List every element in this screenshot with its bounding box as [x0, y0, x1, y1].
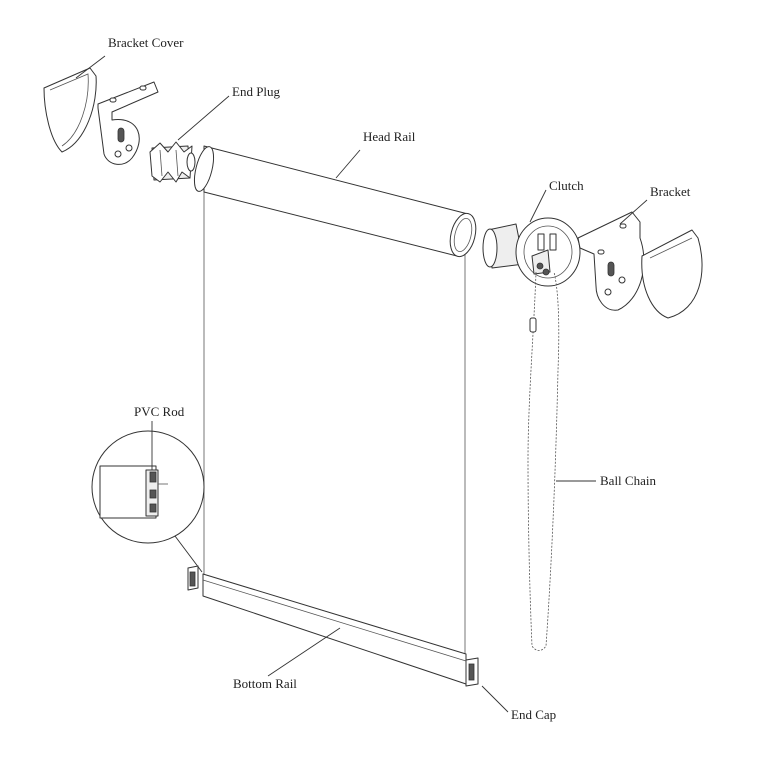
label-end-plug: End Plug	[177, 84, 281, 141]
label-bracket-text: Bracket	[650, 184, 691, 199]
ball-chain	[527, 271, 560, 651]
bracket-cover-left	[43, 67, 97, 153]
label-head-rail-text: Head Rail	[363, 129, 416, 144]
label-pvc-rod: PVC Rod	[134, 404, 185, 470]
end-plug	[149, 141, 196, 183]
label-ball-chain-text: Ball Chain	[600, 473, 656, 488]
pvc-rod-detail	[91, 430, 205, 573]
label-end-cap: End Cap	[481, 685, 556, 722]
bracket-left	[97, 81, 159, 165]
head-rail	[193, 145, 477, 258]
label-bottom-rail-text: Bottom Rail	[233, 676, 297, 691]
end-cap-left	[187, 565, 199, 591]
fabric-panel	[203, 190, 466, 655]
bottom-rail	[202, 573, 467, 685]
clutch	[482, 217, 581, 287]
label-clutch: Clutch	[529, 178, 584, 223]
label-pvc-rod-text: PVC Rod	[134, 404, 185, 419]
label-bracket: Bracket	[619, 184, 691, 225]
label-ball-chain: Ball Chain	[556, 473, 656, 488]
label-clutch-text: Clutch	[549, 178, 584, 193]
label-end-plug-text: End Plug	[232, 84, 281, 99]
label-bracket-cover: Bracket Cover	[75, 35, 184, 79]
label-end-cap-text: End Cap	[511, 707, 556, 722]
label-bracket-cover-text: Bracket Cover	[108, 35, 184, 50]
end-cap-right	[465, 657, 479, 687]
label-bottom-rail: Bottom Rail	[233, 627, 341, 691]
label-head-rail: Head Rail	[335, 129, 416, 179]
bracket-cover-right	[641, 229, 703, 319]
bracket-right	[577, 211, 645, 311]
